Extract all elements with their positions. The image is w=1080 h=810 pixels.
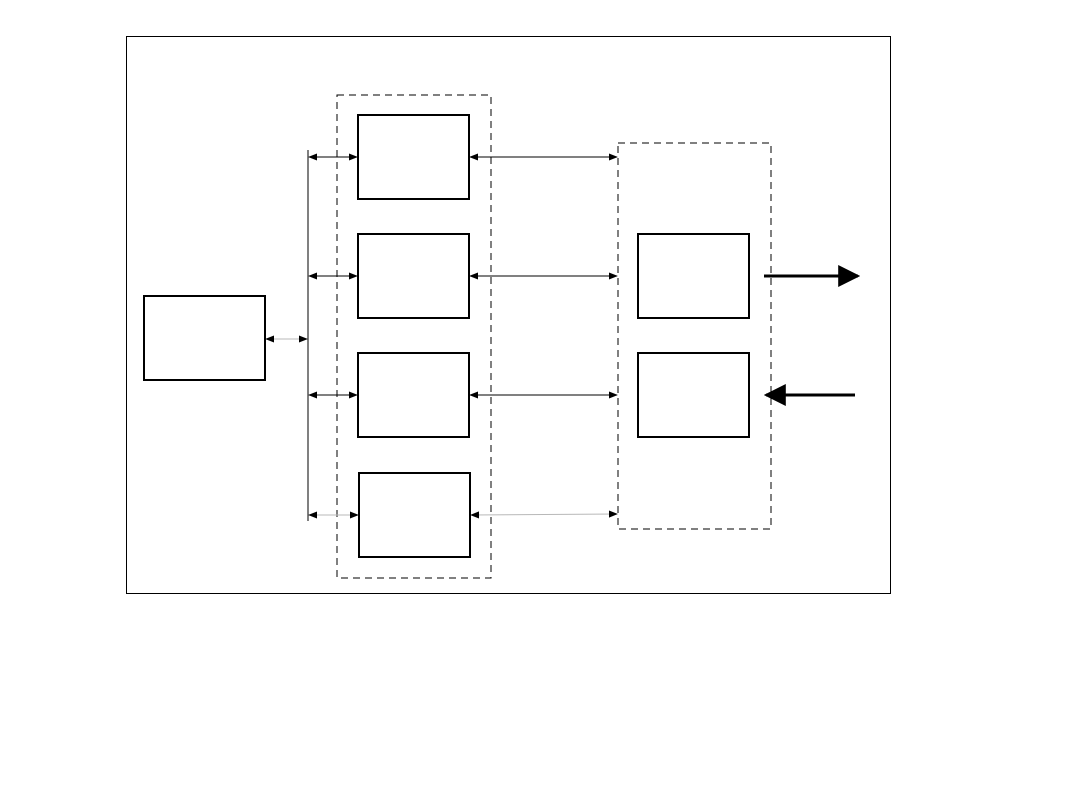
middle-block-4 — [358, 472, 471, 558]
left-block — [143, 295, 266, 381]
middle-block-2 — [357, 233, 470, 319]
block-4-to-right-group-connector — [470, 510, 618, 519]
outer-frame — [126, 36, 891, 594]
right-block-2 — [637, 352, 750, 438]
right-group — [617, 142, 772, 530]
middle-block-1 — [357, 114, 470, 200]
middle-group — [336, 94, 492, 579]
middle-block-3 — [357, 352, 470, 438]
right-block-1 — [637, 233, 750, 319]
